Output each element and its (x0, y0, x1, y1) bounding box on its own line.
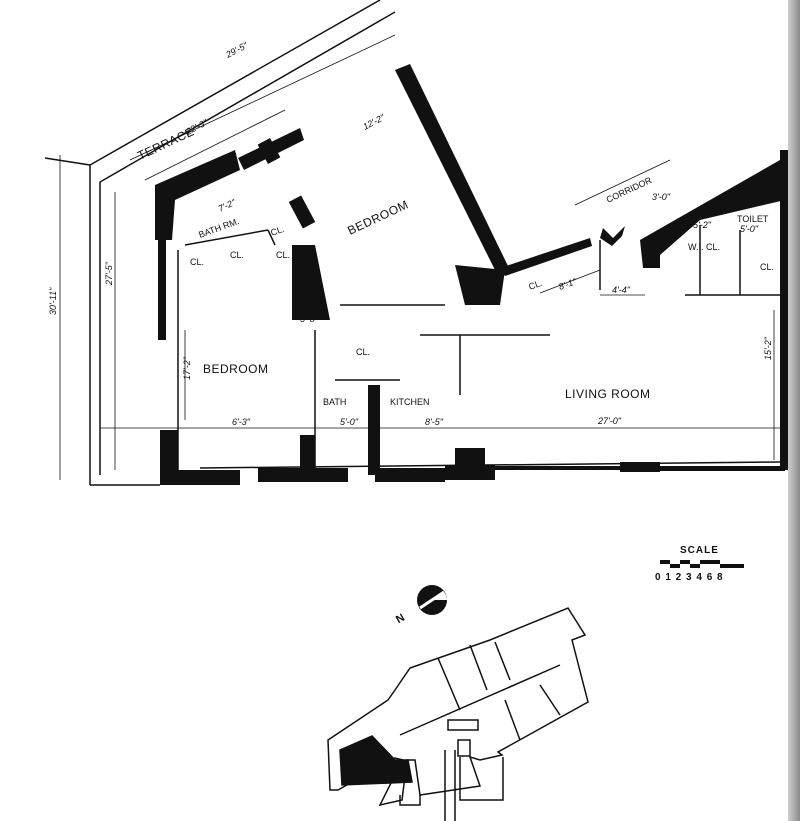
north-label: N (394, 612, 407, 626)
dim-left-depth: 27'-5" (104, 261, 114, 286)
dim-kitchen-width: 8'-5" (425, 417, 444, 427)
label-bath: BATH (323, 397, 346, 407)
label-closet: CL. (527, 278, 544, 292)
label-wi-closet: W.I. CL. (688, 242, 720, 252)
dim-toilet-width: 5'-0" (740, 224, 759, 234)
label-closet: CL. (356, 347, 370, 357)
dimension-lines (59, 34, 780, 480)
label-closet: CL. (230, 250, 244, 260)
label-closet: CL. (276, 250, 290, 260)
label-toilet: TOILET (737, 214, 769, 224)
entry-arrow-icon (600, 226, 625, 246)
dim-corridor-offset: 4'-4" (612, 285, 631, 295)
terrace-outline (44, 0, 396, 486)
label-bedroom-lower: BEDROOM (203, 362, 269, 376)
dim-wedge-width: 3'-8" (300, 314, 319, 324)
dim-living-room-width: 27'-0" (597, 416, 622, 426)
dim-bathrm-width: 7'-2" (217, 197, 238, 214)
label-closet: CL. (269, 224, 286, 238)
dim-bedroom-depth: 17'-2" (182, 356, 192, 380)
label-closet: CL. (190, 257, 204, 267)
dim-wic-width: 5'-2" (693, 220, 712, 230)
dim-bath-width: 5'-0" (340, 417, 359, 427)
walls (155, 64, 788, 485)
dim-terrace-overall: 29'-5" (223, 40, 250, 60)
dim-living-room-depth: 15'-2" (763, 336, 773, 360)
label-kitchen: KITCHEN (390, 397, 430, 407)
page-gutter-shadow (788, 0, 800, 821)
dim-corridor-closet: 8'-1" (557, 276, 578, 292)
label-living-room: LIVING ROOM (565, 387, 651, 401)
label-closet: CL. (760, 262, 774, 272)
partitions (177, 225, 781, 470)
scale-bar: SCALE 0 1 2 3 4 6 8 (655, 545, 744, 583)
north-arrow-icon: N (394, 585, 447, 626)
dim-terrace-length: 22'-3" (183, 117, 210, 137)
scale-ticks: 0 1 2 3 4 6 8 (655, 572, 724, 583)
dim-closet-width: 3'-0" (652, 192, 671, 202)
dim-bedroom-width: 6'-3" (232, 417, 251, 427)
label-bedroom-upper: BEDROOM (345, 197, 410, 237)
dim-bedroom-top-width: 12'-2" (361, 112, 387, 132)
dim-overall-depth: 30'-11" (48, 287, 58, 315)
scale-title: SCALE (680, 545, 719, 556)
key-plan (327, 607, 589, 821)
